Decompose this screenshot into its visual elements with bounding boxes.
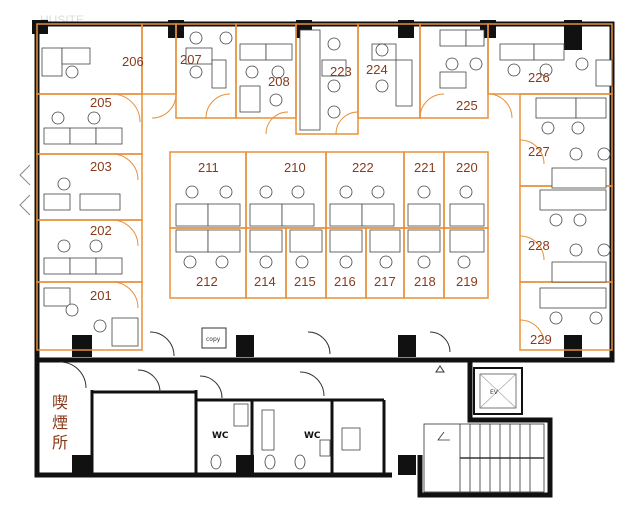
svg-text:煙: 煙 xyxy=(52,413,68,432)
corridor-doors xyxy=(149,331,451,373)
room-218: 218 xyxy=(414,274,436,289)
room-206: 206 xyxy=(122,54,144,69)
elevator-label: EV xyxy=(490,389,499,396)
room-229: 229 xyxy=(530,332,552,347)
chairs xyxy=(51,31,611,333)
room-227: 227 xyxy=(528,144,550,159)
room-202: 202 xyxy=(90,223,112,238)
room-207: 207 xyxy=(180,52,202,67)
door-swings xyxy=(111,93,545,345)
room-228: 228 xyxy=(528,238,550,253)
room-222: 222 xyxy=(352,160,374,175)
room-201: 201 xyxy=(90,288,112,303)
svg-text:喫: 喫 xyxy=(52,393,68,412)
window-marks xyxy=(19,164,31,216)
room-219: 219 xyxy=(456,274,478,289)
room-212: 212 xyxy=(196,274,218,289)
wc-fixtures xyxy=(210,403,361,470)
room-223: 223 xyxy=(330,64,352,79)
room-220: 220 xyxy=(456,160,478,175)
room-211: 211 xyxy=(198,160,219,175)
elevator: EV xyxy=(473,367,523,415)
service-core xyxy=(90,390,386,475)
svg-text:所: 所 xyxy=(52,433,68,452)
copy-machine: copy xyxy=(201,327,227,349)
room-205: 205 xyxy=(90,95,112,110)
room-217: 217 xyxy=(374,274,396,289)
room-216: 216 xyxy=(334,274,356,289)
room-224: 224 xyxy=(366,62,388,77)
smoking-room-label: 喫 煙 所 xyxy=(52,393,68,452)
copy-label: copy xyxy=(206,336,221,343)
room-226: 226 xyxy=(528,70,550,85)
room-221: 221 xyxy=(414,160,436,175)
wc-label-1: WC xyxy=(212,431,229,441)
stairs xyxy=(423,423,545,493)
wc-label-2: WC xyxy=(304,431,321,441)
room-214: 214 xyxy=(254,274,276,289)
room-210: 210 xyxy=(284,160,306,175)
furniture xyxy=(41,29,613,347)
room-215: 215 xyxy=(294,274,316,289)
room-208: 208 xyxy=(268,74,290,89)
service-doors xyxy=(59,361,325,399)
room-225: 225 xyxy=(456,98,478,113)
room-labels: 206 205 203 202 201 207 208 223 224 225 … xyxy=(90,52,552,347)
room-203: 203 xyxy=(90,159,112,174)
